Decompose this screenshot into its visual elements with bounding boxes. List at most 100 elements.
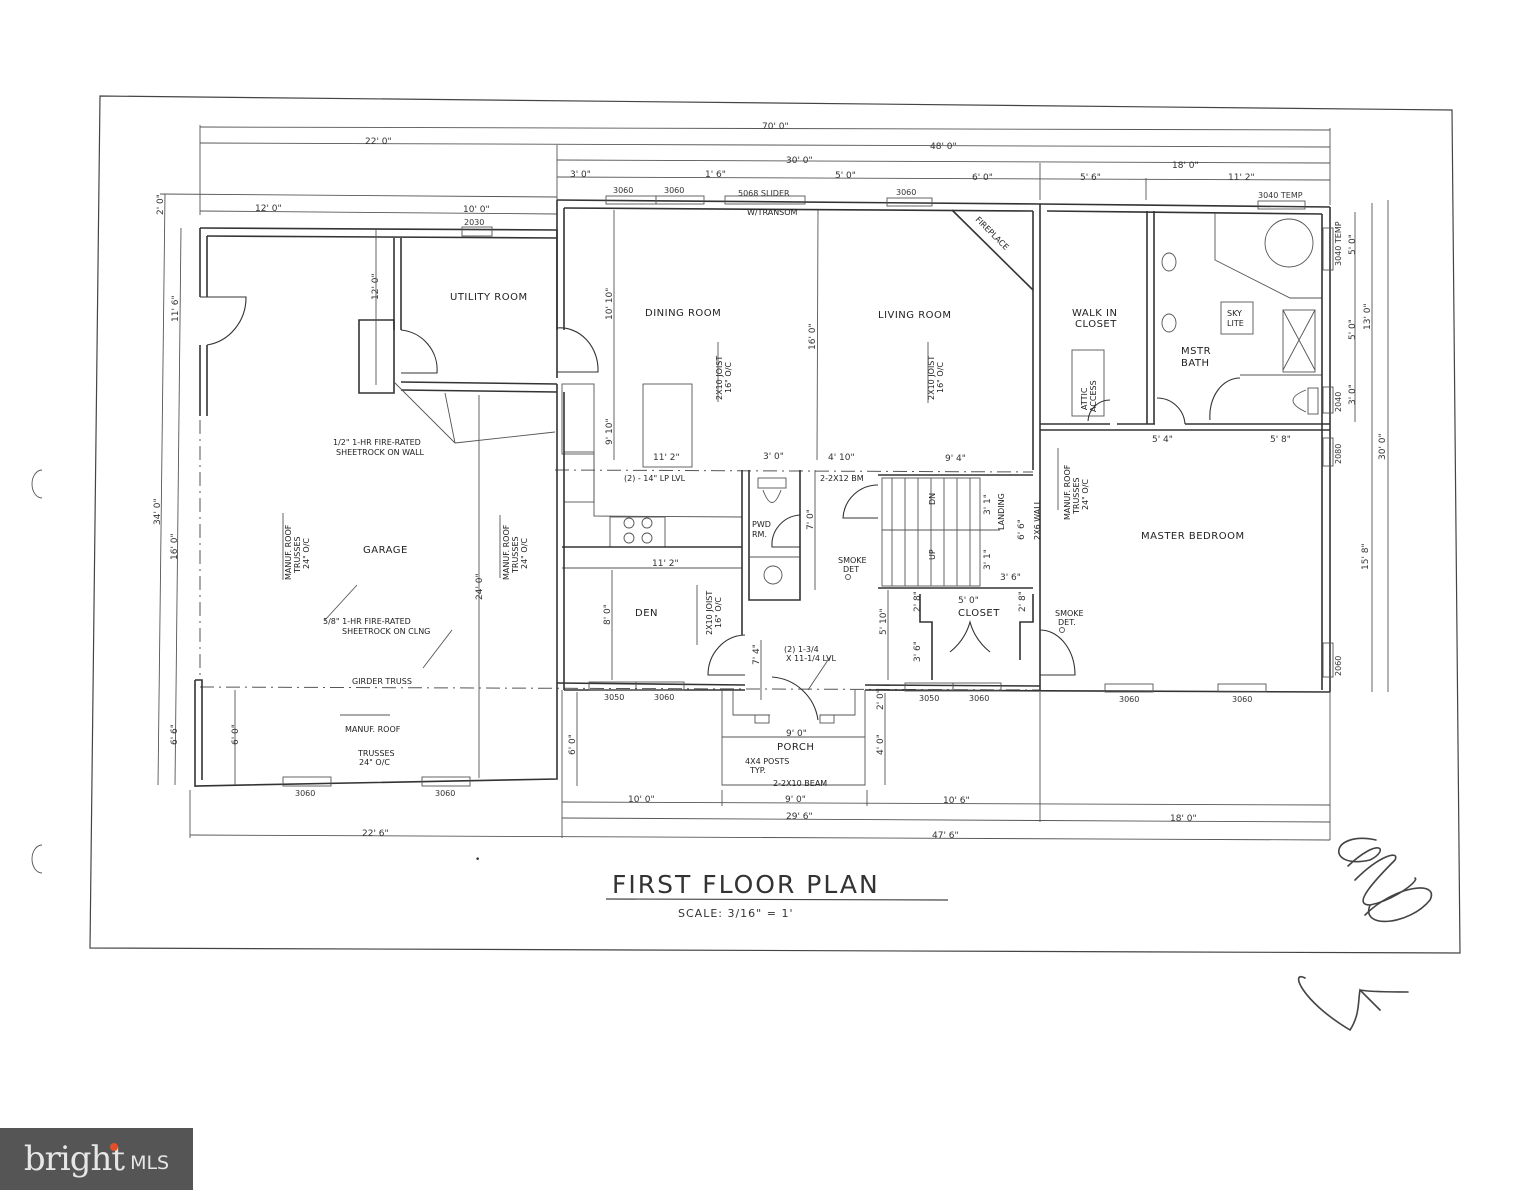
svg-text:2' 0": 2' 0" — [156, 194, 166, 215]
bath-door — [1156, 397, 1186, 425]
svg-text:1/2" 1-HR FIRE-RATED: 1/2" 1-HR FIRE-RATED — [333, 438, 421, 447]
front-door — [771, 676, 819, 721]
svg-text:24" O/C: 24" O/C — [520, 538, 529, 569]
svg-text:6' 0": 6' 0" — [972, 173, 993, 183]
svg-text:3060: 3060 — [654, 693, 674, 702]
svg-text:WALK IN: WALK IN — [1072, 308, 1117, 319]
svg-text:16' 0": 16' 0" — [170, 533, 180, 560]
den-door — [707, 634, 746, 676]
title-block: FIRST FLOOR PLAN SCALE: 3/16" = 1' — [605, 870, 949, 920]
svg-text:SHEETROCK ON CLNG: SHEETROCK ON CLNG — [342, 627, 430, 636]
svg-text:29' 6": 29' 6" — [786, 812, 813, 822]
svg-text:24' 0": 24' 0" — [475, 573, 485, 600]
svg-text:24" O/C: 24" O/C — [302, 538, 311, 569]
svg-text:2-2X12 BM: 2-2X12 BM — [820, 474, 864, 483]
svg-text:2060: 2060 — [1334, 656, 1343, 676]
closet-doors — [949, 619, 991, 653]
svg-text:FIREPLACE: FIREPLACE — [974, 215, 1011, 252]
svg-text:2' 8": 2' 8" — [1018, 591, 1028, 612]
svg-text:22' 0": 22' 0" — [365, 137, 392, 147]
drawing-title: FIRST FLOOR PLAN — [612, 870, 880, 899]
svg-text:18' 0": 18' 0" — [1172, 161, 1199, 171]
svg-text:2X10 JOIST: 2X10 JOIST — [715, 356, 724, 400]
svg-text:24" O/C: 24" O/C — [359, 758, 390, 767]
svg-text:2030: 2030 — [464, 218, 484, 227]
svg-text:SKY: SKY — [1227, 309, 1242, 318]
handwritten-mark — [1297, 975, 1409, 1032]
svg-text:2-2X10 BEAM: 2-2X10 BEAM — [773, 779, 827, 788]
svg-text:5' 6": 5' 6" — [1080, 173, 1101, 183]
svg-text:3060: 3060 — [664, 186, 684, 195]
svg-text:MANUF. ROOF: MANUF. ROOF — [502, 524, 511, 580]
svg-text:(2) 1-3/4: (2) 1-3/4 — [784, 645, 819, 654]
svg-text:TRUSSES: TRUSSES — [1072, 477, 1081, 515]
svg-text:3060: 3060 — [295, 789, 315, 798]
svg-text:7' 0": 7' 0" — [806, 509, 816, 530]
svg-text:11' 2": 11' 2" — [1228, 173, 1255, 183]
svg-text:13' 0": 13' 0" — [1363, 303, 1373, 330]
handwritten-initials — [1297, 837, 1433, 1032]
master-suite-block: 3040 TEMP WALK IN CLOSET ATTIC ACCESS SK… — [1039, 191, 1389, 704]
svg-text:3060: 3060 — [613, 186, 633, 195]
svg-text:2080: 2080 — [1334, 444, 1343, 464]
binder-hole — [31, 469, 43, 499]
svg-text:15' 8": 15' 8" — [1361, 543, 1371, 570]
svg-text:16" O/C: 16" O/C — [724, 362, 733, 393]
svg-text:(2) - 14" LP LVL: (2) - 14" LP LVL — [624, 474, 686, 483]
svg-text:BATH: BATH — [1181, 358, 1210, 369]
svg-text:3' 0": 3' 0" — [570, 170, 591, 180]
svg-text:6' 6": 6' 6" — [170, 724, 180, 745]
logo-accent-icon — [110, 1143, 119, 1151]
svg-text:10' 0": 10' 0" — [628, 795, 655, 805]
svg-text:3' 6": 3' 6" — [1000, 573, 1021, 583]
svg-text:TRUSSES: TRUSSES — [357, 749, 395, 758]
svg-text:MANUF. ROOF: MANUF. ROOF — [1063, 464, 1072, 520]
svg-text:LITE: LITE — [1227, 319, 1244, 328]
svg-text:18' 0": 18' 0" — [1170, 814, 1197, 824]
svg-text:LIVING ROOM: LIVING ROOM — [878, 310, 952, 321]
svg-text:ATTIC: ATTIC — [1080, 387, 1089, 410]
svg-text:12' 0": 12' 0" — [255, 204, 282, 214]
svg-text:16' 0": 16' 0" — [808, 323, 818, 350]
svg-text:11' 2": 11' 2" — [653, 453, 680, 463]
svg-text:6' 0": 6' 0" — [231, 724, 241, 745]
svg-text:16" O/C: 16" O/C — [714, 597, 723, 628]
svg-text:9' 4": 9' 4" — [945, 454, 966, 464]
svg-text:16" O/C: 16" O/C — [936, 362, 945, 393]
svg-text:2X10 JOIST: 2X10 JOIST — [927, 356, 936, 400]
svg-text:3050: 3050 — [604, 693, 624, 702]
svg-text:X 11-1/4 LVL: X 11-1/4 LVL — [786, 654, 837, 663]
svg-text:3060: 3060 — [1119, 695, 1139, 704]
svg-text:1' 6": 1' 6" — [705, 170, 726, 180]
svg-text:47' 6": 47' 6" — [932, 831, 959, 841]
svg-text:5' 0": 5' 0" — [1348, 319, 1358, 340]
garage-block: 2030 12' 0" UTILITY ROOM 1/2" 1-HR FIRE-… — [194, 218, 1041, 798]
hall-door — [1039, 629, 1076, 676]
drawing-scale: SCALE: 3/16" = 1' — [678, 907, 793, 920]
stair-door — [842, 484, 879, 519]
svg-text:70' 0": 70' 0" — [762, 122, 789, 132]
svg-text:DET: DET — [843, 565, 859, 574]
svg-text:10' 6": 10' 6" — [943, 796, 970, 806]
svg-text:2X6 WALL: 2X6 WALL — [1033, 499, 1042, 540]
powder-door — [771, 514, 801, 548]
svg-text:UTILITY ROOM: UTILITY ROOM — [450, 292, 528, 303]
binder-hole — [31, 844, 43, 874]
svg-text:TYP.: TYP. — [749, 766, 766, 775]
svg-text:5' 8": 5' 8" — [1270, 435, 1291, 445]
svg-text:SMOKE: SMOKE — [838, 556, 867, 565]
svg-text:5' 0": 5' 0" — [835, 171, 856, 181]
svg-text:3060: 3060 — [435, 789, 455, 798]
svg-text:5' 0": 5' 0" — [958, 596, 979, 606]
svg-text:30' 0": 30' 0" — [786, 156, 813, 166]
svg-text:ACCESS: ACCESS — [1089, 380, 1098, 412]
svg-text:5/8" 1-HR FIRE-RATED: 5/8" 1-HR FIRE-RATED — [323, 617, 411, 626]
top-dimensions: 70' 0" 22' 0" 48' 0" 30' 0" 18' 0" 3' 0"… — [159, 122, 1331, 215]
wc-door — [1209, 377, 1241, 421]
svg-text:•: • — [475, 855, 480, 865]
svg-text:W/TRANSOM: W/TRANSOM — [747, 208, 798, 217]
svg-text:30' 0": 30' 0" — [1378, 433, 1388, 460]
svg-text:DET.: DET. — [1058, 618, 1076, 627]
svg-text:6' 6": 6' 6" — [1017, 519, 1027, 540]
